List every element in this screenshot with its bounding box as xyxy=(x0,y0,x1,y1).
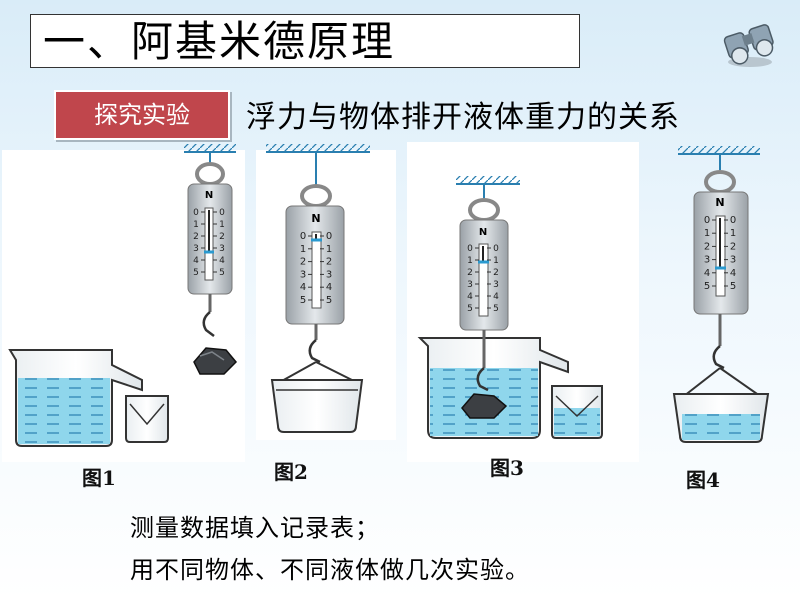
scale-tick-label: 0 xyxy=(704,215,710,226)
scale-tick-label: 2 xyxy=(467,268,473,278)
figure-label-3: 图3 xyxy=(490,456,524,480)
experiment-badge: 探究实验 xyxy=(54,90,230,140)
figure-label-2: 图2 xyxy=(274,460,308,484)
scale-tick-label: 3 xyxy=(300,269,306,280)
scale-tick-label: 3 xyxy=(704,255,710,266)
scale-tick-label: 5 xyxy=(493,304,499,314)
scale-unit-label: N xyxy=(205,190,213,201)
scale-tick-label: 1 xyxy=(704,228,710,239)
figure-1 xyxy=(8,144,238,447)
scale-tick-label: 5 xyxy=(467,304,473,314)
figure-2 xyxy=(266,144,370,433)
figure-label-4: 图4 xyxy=(686,468,720,492)
subtitle: 浮力与物体排开液体重力的关系 xyxy=(246,100,680,135)
scale-tick-label: 5 xyxy=(704,281,710,292)
scale-tick-label: 5 xyxy=(326,295,332,306)
scale-tick-label: 2 xyxy=(300,257,306,268)
scale-tick-label: 3 xyxy=(326,269,332,280)
scale-tick-label: 3 xyxy=(219,244,225,254)
scale-tick-label: 2 xyxy=(193,232,199,242)
scale-tick-label: 5 xyxy=(300,295,306,306)
scale-tick-label: 0 xyxy=(300,231,306,242)
scale-tick-label: 4 xyxy=(730,268,736,279)
scale-tick-label: 0 xyxy=(493,244,499,254)
page-title: 一、阿基米德原理 xyxy=(30,14,580,68)
scale-tick-label: 3 xyxy=(193,244,199,254)
scale-unit-label: N xyxy=(479,227,487,238)
scale-tick-label: 5 xyxy=(730,281,736,292)
scale-tick-label: 2 xyxy=(219,232,225,242)
note-line-1: 测量数据填入记录表； xyxy=(130,514,380,542)
scale-tick-label: 0 xyxy=(730,215,736,226)
scale-unit-label: N xyxy=(715,196,724,209)
scale-tick-label: 0 xyxy=(467,244,473,254)
scale-tick-label: 0 xyxy=(193,208,199,218)
scale-tick-label: 4 xyxy=(493,292,499,302)
scale-tick-label: 1 xyxy=(493,256,499,266)
scale-tick-label: 2 xyxy=(704,241,710,252)
scale-tick-label: 4 xyxy=(467,292,473,302)
scale-tick-label: 1 xyxy=(326,244,332,255)
scale-tick-label: 1 xyxy=(300,244,306,255)
scale-tick-label: 4 xyxy=(704,268,710,279)
scale-tick-label: 5 xyxy=(219,268,225,278)
binoculars-icon xyxy=(723,24,774,67)
figure-4 xyxy=(672,146,770,443)
scale-unit-label: N xyxy=(311,212,320,225)
scale-tick-label: 1 xyxy=(730,228,736,239)
scale-tick-label: 0 xyxy=(219,208,225,218)
scale-tick-label: 4 xyxy=(300,282,306,293)
figure-3 xyxy=(417,176,603,439)
note-line-2: 用不同物体、不同液体做几次实验。 xyxy=(130,556,530,584)
scale-tick-label: 2 xyxy=(730,241,736,252)
scale-tick-label: 4 xyxy=(219,256,225,266)
scale-tick-label: 4 xyxy=(326,282,332,293)
scale-tick-label: 0 xyxy=(326,231,332,242)
scale-tick-label: 3 xyxy=(730,255,736,266)
scale-tick-label: 1 xyxy=(193,220,199,230)
scale-tick-label: 3 xyxy=(467,280,473,290)
scale-tick-label: 5 xyxy=(193,268,199,278)
experiment-diagram: N001122334455N001122334455N001122334455N… xyxy=(2,142,770,462)
scale-tick-label: 4 xyxy=(193,256,199,266)
scale-tick-label: 1 xyxy=(467,256,473,266)
scale-tick-label: 3 xyxy=(493,280,499,290)
scale-tick-label: 1 xyxy=(219,220,225,230)
scale-tick-label: 2 xyxy=(493,268,499,278)
figure-label-1: 图1 xyxy=(82,466,116,490)
scale-tick-label: 2 xyxy=(326,257,332,268)
